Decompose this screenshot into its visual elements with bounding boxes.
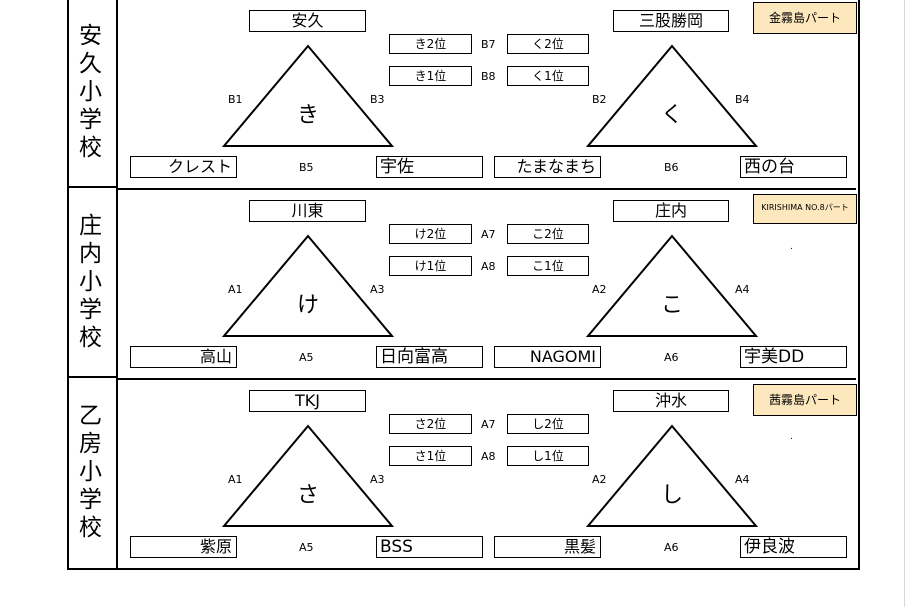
- rank-match-code: A8: [481, 450, 496, 463]
- school-name-char: 小: [79, 459, 102, 485]
- school-name-char: 乙: [79, 403, 102, 429]
- match-code-left-a: B1: [228, 93, 243, 106]
- bottom-match-code-left: B5: [299, 161, 314, 174]
- group-label-left: さ: [296, 483, 319, 508]
- rank-box-left: さ1位: [389, 446, 472, 466]
- school-name-char: 小: [79, 79, 102, 105]
- group-triangle-left: [221, 424, 395, 527]
- match-code-left-b: A3: [370, 473, 385, 486]
- rank-box-right: こ2位: [507, 224, 589, 244]
- bottom-team-left-b: 日向富高: [376, 346, 483, 368]
- dot-mark: .: [790, 242, 793, 252]
- top-team-right: 庄内: [613, 200, 729, 222]
- school-divider: [69, 186, 116, 188]
- bottom-team-right-a: NAGOMI: [494, 346, 601, 368]
- rank-box-right: こ1位: [507, 256, 589, 276]
- section-divider: [116, 378, 856, 380]
- bottom-team-left-b: BSS: [376, 536, 483, 558]
- group-triangle-right: [585, 234, 759, 337]
- bottom-team-right-b: 伊良波: [740, 536, 847, 558]
- top-team-right: 三股勝岡: [613, 10, 729, 32]
- group-triangle-left: [221, 234, 395, 337]
- match-code-left-b: B3: [370, 93, 385, 106]
- dot-mark: .: [790, 432, 793, 442]
- school-name-char: 学: [79, 297, 102, 323]
- page-edge-rule: [904, 0, 905, 607]
- rank-box-right: く1位: [507, 66, 589, 86]
- top-team-right: 沖水: [613, 390, 729, 412]
- bottom-team-right-a: たまなまち: [494, 156, 601, 178]
- top-team-left: 川東: [249, 200, 366, 222]
- school-name-char: 校: [79, 325, 102, 351]
- bracket-table: [67, 0, 860, 570]
- section-divider: [116, 188, 856, 190]
- part-label-badge: KIRISHIMA NO.8パート: [753, 194, 857, 224]
- rank-box-left: き2位: [389, 34, 472, 54]
- rank-match-code: B7: [481, 38, 496, 51]
- school-name-char: 内: [79, 241, 102, 267]
- rank-box-right: し1位: [507, 446, 589, 466]
- part-label-badge: 茜霧島パート: [753, 384, 857, 416]
- bottom-team-right-a: 黒髪: [494, 536, 601, 558]
- top-team-left: 安久: [249, 10, 366, 32]
- match-code-left-b: A3: [370, 283, 385, 296]
- school-name-char: 校: [79, 135, 102, 161]
- bottom-team-left-a: クレスト: [130, 156, 237, 178]
- match-code-right-b: A4: [735, 473, 750, 486]
- match-code-right-a: A2: [592, 473, 607, 486]
- rank-box-left: さ2位: [389, 414, 472, 434]
- school-name-char: 房: [79, 431, 102, 457]
- match-code-right-a: A2: [592, 283, 607, 296]
- rank-box-left: け2位: [389, 224, 472, 244]
- group-label-right: し: [660, 483, 683, 508]
- group-triangle-left: [221, 44, 395, 147]
- school-name-char: 久: [79, 51, 102, 77]
- school-name-char: 安: [79, 23, 102, 49]
- match-code-right-b: A4: [735, 283, 750, 296]
- bottom-match-code-right: B6: [664, 161, 679, 174]
- rank-box-left: き1位: [389, 66, 472, 86]
- bottom-team-right-b: 宇美DD: [740, 346, 847, 368]
- school-name-char: 校: [79, 515, 102, 541]
- bottom-match-code-right: A6: [664, 351, 679, 364]
- match-code-right-a: B2: [592, 93, 607, 106]
- match-code-left-a: A1: [228, 473, 243, 486]
- rank-box-left: け1位: [389, 256, 472, 276]
- part-label-badge: 金霧島パート: [753, 2, 857, 34]
- group-triangle-right: [585, 44, 759, 147]
- bottom-team-left-a: 紫原: [130, 536, 237, 558]
- top-team-left: TKJ: [249, 390, 366, 412]
- school-name-char: 学: [79, 107, 102, 133]
- rank-match-code: A7: [481, 228, 496, 241]
- school-name-char: 小: [79, 269, 102, 295]
- group-label-left: き: [296, 103, 319, 128]
- rank-box-right: し2位: [507, 414, 589, 434]
- group-triangle-right: [585, 424, 759, 527]
- match-code-left-a: A1: [228, 283, 243, 296]
- group-label-left: け: [296, 293, 319, 318]
- match-code-right-b: B4: [735, 93, 750, 106]
- bottom-team-left-a: 高山: [130, 346, 237, 368]
- group-label-right: こ: [660, 293, 683, 318]
- rank-box-right: く2位: [507, 34, 589, 54]
- school-column: [69, 0, 118, 568]
- bottom-match-code-left: A5: [299, 351, 314, 364]
- group-label-right: く: [660, 103, 683, 128]
- bottom-team-left-b: 宇佐: [376, 156, 483, 178]
- bottom-match-code-right: A6: [664, 541, 679, 554]
- rank-match-code: A7: [481, 418, 496, 431]
- rank-match-code: A8: [481, 260, 496, 273]
- rank-match-code: B8: [481, 70, 496, 83]
- bottom-team-right-b: 西の台: [740, 156, 847, 178]
- school-name-char: 学: [79, 487, 102, 513]
- school-divider: [69, 376, 116, 378]
- bottom-match-code-left: A5: [299, 541, 314, 554]
- school-name-char: 庄: [79, 213, 102, 239]
